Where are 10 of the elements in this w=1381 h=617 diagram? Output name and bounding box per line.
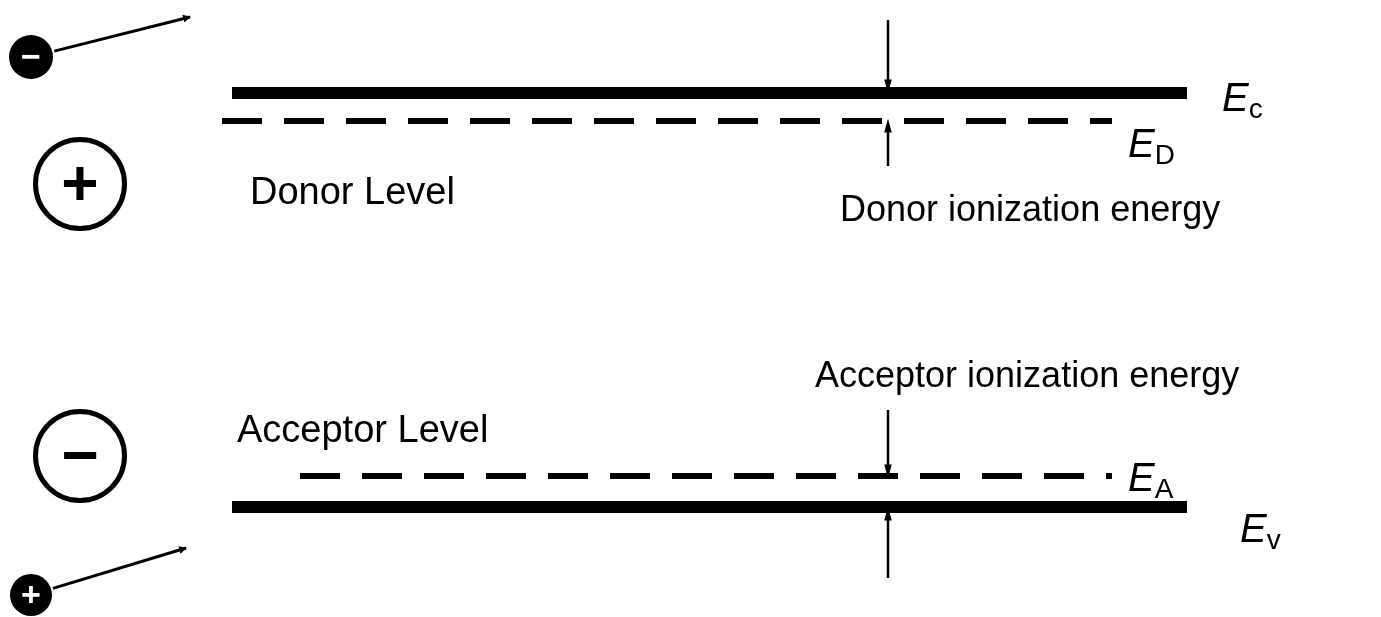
- energy-symbol: E$_{c}$: [1222, 74, 1263, 122]
- level-label: Donor Level: [250, 169, 455, 214]
- arrow: [53, 14, 191, 53]
- energy-label: Donor ionization energy: [840, 187, 1221, 231]
- energy-symbol: E$_{D}$: [1128, 120, 1175, 168]
- energy-label: Acceptor ionization energy: [815, 353, 1240, 397]
- energy-symbol: E$_{v}$: [1240, 505, 1281, 553]
- arrow: [52, 546, 187, 590]
- energy-symbol: E$_{A}$: [1128, 454, 1174, 502]
- level-label: Acceptor Level: [237, 407, 489, 452]
